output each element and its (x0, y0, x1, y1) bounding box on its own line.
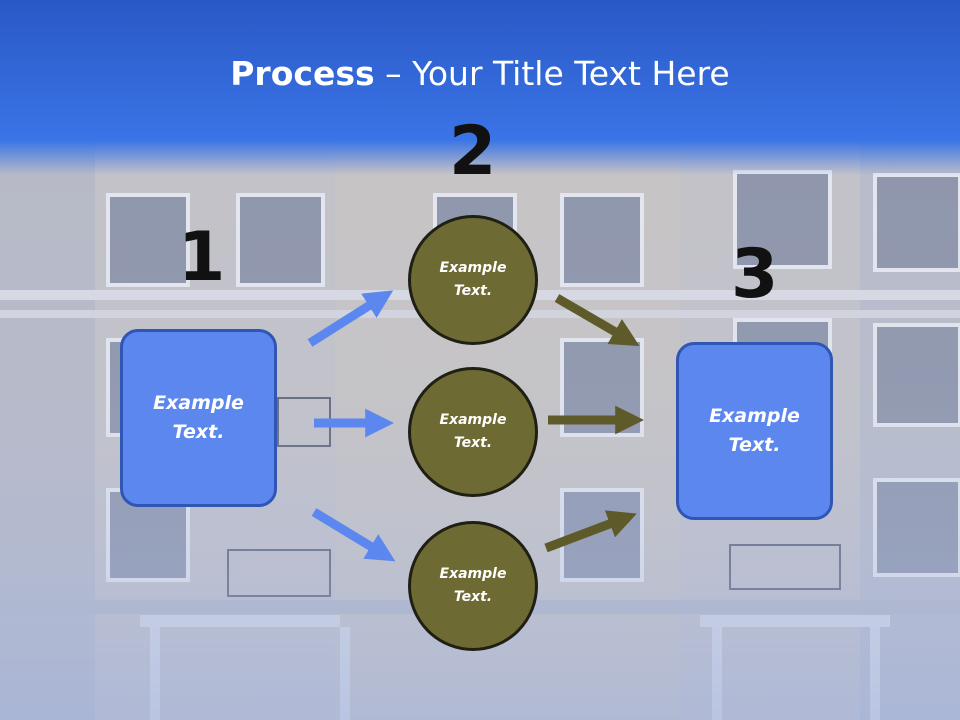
step-number-2: 2 (449, 112, 497, 191)
arrow-circle1-to-box3 (554, 294, 640, 347)
title-bold: Process (230, 54, 375, 93)
step3-text-line1: Example (709, 405, 800, 427)
step-number-3: 3 (731, 235, 779, 314)
arrow-circle3-to-box3 (544, 510, 637, 553)
step1-text-line1: Example (153, 392, 244, 414)
circle2-text-line2: Text. (453, 435, 493, 451)
step-number-1: 1 (178, 218, 226, 297)
circle3-text-line1: Example (439, 566, 507, 582)
slide-title: Process – Your Title Text Here (0, 50, 960, 98)
circle1-text-line1: Example (439, 260, 507, 276)
arrow-box1-to-circle1 (307, 290, 394, 347)
step1-text-line2: Text. (172, 421, 225, 443)
circle1-text-line2: Text. (453, 283, 493, 299)
arrow-box1-to-circle3 (311, 508, 396, 562)
step3-text-line2: Text. (728, 434, 781, 456)
title-rest: – Your Title Text Here (374, 54, 730, 93)
circle2-text-line1: Example (439, 412, 507, 428)
circle3-text-line2: Text. (453, 589, 493, 605)
